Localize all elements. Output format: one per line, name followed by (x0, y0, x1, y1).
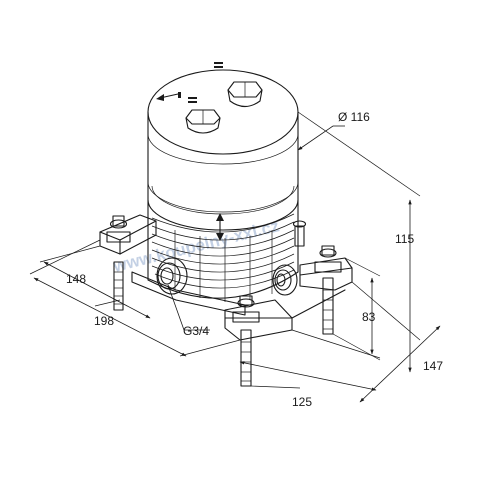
thread-callout: G3/4 (167, 284, 210, 338)
fitting-nut-right (227, 81, 263, 108)
dimension-diameter: Ø 116 (297, 110, 370, 151)
fitting-nut-left (185, 109, 221, 134)
width-front-outer-label: 198 (94, 314, 114, 328)
inlet-connection-right (272, 264, 298, 296)
direction-mark (156, 62, 223, 103)
diameter-label: Ø 116 (338, 110, 370, 124)
dimension-height-body: 83 (291, 257, 381, 359)
depth-outer-label: 147 (423, 359, 443, 373)
depth-label: 125 (292, 395, 312, 409)
dimension-width-front-outer: 198 (29, 239, 241, 357)
height-total-label: 115 (395, 232, 414, 246)
dimension-depth-outer: 147 (332, 325, 443, 403)
threaded-rod-right (314, 245, 342, 335)
thread-label: G3/4 (183, 324, 209, 338)
width-front-label: 148 (66, 272, 86, 286)
threaded-rod-back (292, 220, 307, 247)
height-body-label: 83 (362, 310, 376, 324)
dimension-depth: 125 (239, 361, 377, 409)
dimension-height-total: 115 (297, 111, 421, 373)
